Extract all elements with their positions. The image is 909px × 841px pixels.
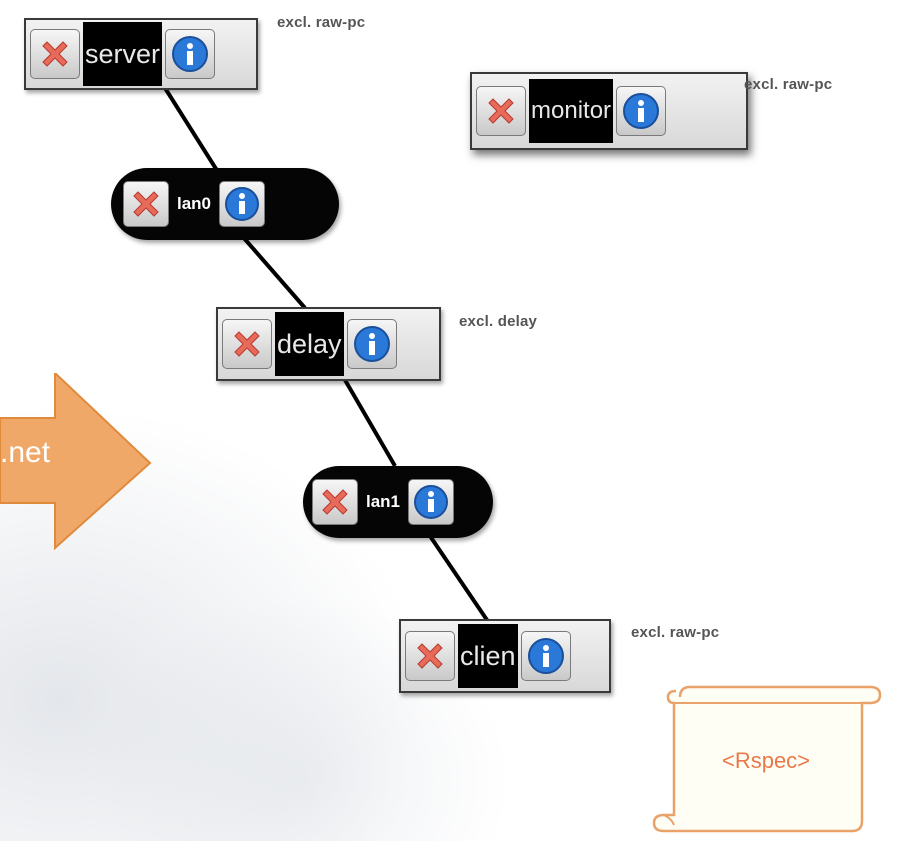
node-delay[interactable]: delay — [216, 307, 441, 381]
info-icon — [414, 485, 449, 519]
delete-button[interactable] — [312, 479, 358, 525]
info-button[interactable] — [520, 631, 571, 681]
info-icon — [225, 187, 260, 221]
node-monitor[interactable]: monitor — [470, 72, 748, 150]
delete-x-icon — [417, 643, 443, 669]
arrow-shape — [0, 373, 152, 551]
info-button[interactable] — [219, 181, 266, 227]
arrow-label: .net — [0, 436, 51, 469]
node-note: excl. delay — [459, 313, 538, 330]
link-lan0-delay — [241, 235, 307, 310]
info-icon — [527, 638, 564, 674]
rspec-label: <Rspec> — [721, 748, 811, 773]
node-label: lan0 — [177, 194, 212, 213]
node-lan0[interactable]: lan0 — [111, 168, 339, 240]
delete-x-icon — [42, 41, 68, 67]
node-label: clien — [458, 624, 518, 688]
delete-button[interactable] — [30, 29, 80, 79]
link-server-lan0 — [163, 86, 220, 174]
node-client[interactable]: clien — [399, 619, 611, 693]
link-lan1-client — [428, 534, 489, 622]
delete-button[interactable] — [123, 181, 169, 227]
delete-x-icon — [133, 191, 159, 217]
node-note: excl. raw-pc — [744, 76, 833, 93]
link-delay-lan1 — [343, 378, 397, 468]
delete-x-icon — [488, 98, 514, 124]
info-button[interactable] — [346, 319, 397, 369]
node-label: server — [83, 22, 163, 86]
info-button[interactable] — [165, 29, 216, 79]
delete-button[interactable] — [476, 86, 526, 136]
info-icon — [623, 93, 660, 129]
delete-button[interactable] — [222, 319, 272, 369]
info-button[interactable] — [616, 86, 667, 136]
delete-button[interactable] — [405, 631, 455, 681]
node-label: delay — [275, 312, 344, 376]
node-lan1[interactable]: lan1 — [303, 466, 493, 538]
node-note: excl. raw-pc — [277, 14, 366, 31]
node-label: monitor — [529, 79, 614, 143]
info-button[interactable] — [408, 479, 455, 525]
node-note: excl. raw-pc — [631, 624, 720, 641]
delete-x-icon — [322, 489, 348, 515]
info-icon — [353, 326, 390, 362]
node-label: lan1 — [366, 492, 401, 511]
scroll-shape — [652, 685, 882, 833]
delete-x-icon — [234, 331, 260, 357]
node-server[interactable]: server — [24, 18, 258, 90]
info-icon — [172, 36, 209, 72]
